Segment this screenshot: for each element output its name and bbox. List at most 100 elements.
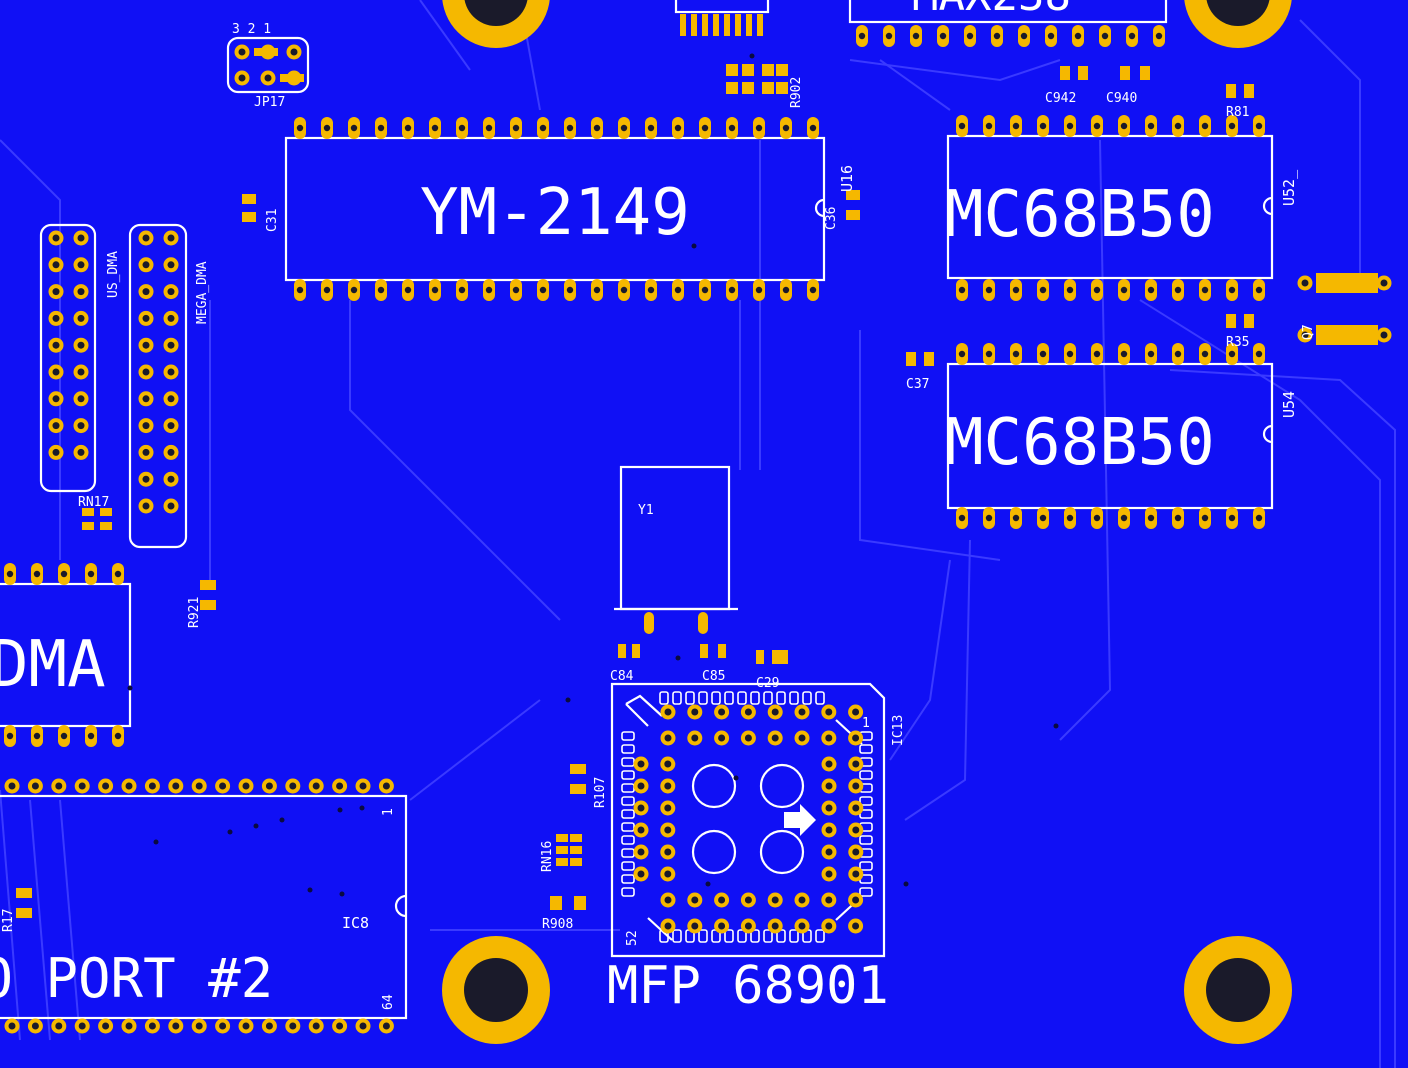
mfp-lead	[672, 929, 682, 943]
mega-dma-pin-hole	[142, 475, 150, 483]
io-pin-hole	[148, 782, 156, 790]
mounting-hole-hole	[464, 0, 528, 26]
smd-pad	[776, 64, 788, 76]
us-dma-pin-hole	[77, 314, 85, 322]
ym-chip-notch	[814, 198, 825, 218]
smd-pad	[846, 210, 860, 220]
mfp-pin-hole	[798, 708, 806, 716]
trace	[859, 330, 1001, 561]
jp17-pin-hole	[238, 74, 246, 82]
smd-pad	[1226, 314, 1236, 328]
io-pin-hole	[8, 782, 16, 790]
jp17-outline	[226, 36, 310, 94]
mfp-chip-label: MFP 68901	[607, 956, 889, 1016]
mega-dma-pin-hole	[167, 395, 175, 403]
ym-pin-hole	[458, 286, 466, 294]
dma-pin-hole	[6, 570, 14, 578]
mfp-pin-hole	[664, 870, 672, 878]
io-pin-hole	[382, 782, 390, 790]
label-rn16: RN16	[540, 841, 555, 872]
mfp-lead	[621, 848, 635, 858]
label-r107: R107	[593, 777, 608, 808]
io-port-notch	[394, 894, 407, 918]
max-chip-outline	[848, 0, 1168, 24]
mfp-pin-hole	[852, 826, 860, 834]
smd-pad	[570, 764, 586, 774]
mfp-lead	[621, 731, 635, 741]
ym-pin-hole	[539, 124, 547, 132]
ym-pin-hole	[728, 124, 736, 132]
q7-pin-hole	[1380, 331, 1388, 339]
mfp-lead	[698, 929, 708, 943]
via	[691, 243, 697, 249]
mfp-lead	[621, 770, 635, 780]
ym-pin-hole	[728, 286, 736, 294]
ym-pin-hole	[485, 124, 493, 132]
trace	[1139, 299, 1381, 1068]
acia1-pin-hole	[1012, 286, 1020, 294]
mega-dma-pin-hole	[142, 261, 150, 269]
acia2-pin-hole	[1066, 350, 1074, 358]
acia1-pin-hole	[1039, 122, 1047, 130]
label-r908: R908	[542, 917, 573, 932]
acia1-pin-hole	[1093, 286, 1101, 294]
max-pin-hole	[885, 32, 893, 40]
mega-dma-pin-hole	[167, 288, 175, 296]
trace	[879, 59, 951, 111]
mfp-pin-hole	[825, 826, 833, 834]
smd-pad	[1140, 66, 1150, 80]
mfp-lead	[621, 835, 635, 845]
mfp-pin1-arrow-icon	[784, 804, 816, 836]
jp17-pin-hole	[264, 74, 272, 82]
ym-pin-hole	[296, 124, 304, 132]
mounting-hole-hole	[1206, 0, 1270, 26]
smd-pad	[16, 888, 32, 898]
via	[153, 839, 159, 845]
smd-pad	[726, 82, 738, 94]
mfp-pin-hole	[744, 708, 752, 716]
mfp-pin-hole	[718, 896, 726, 904]
mfp-lead	[621, 783, 635, 793]
acia1-pin-hole	[1174, 286, 1182, 294]
mega-dma-pin-hole	[167, 502, 175, 510]
trace	[419, 0, 471, 71]
jp17-jumper	[254, 48, 278, 56]
mfp-lead	[789, 929, 799, 943]
io-pin-hole	[359, 782, 367, 790]
mfp-lead	[737, 691, 747, 705]
mfp-lead	[802, 691, 812, 705]
acia2-pin-hole	[985, 350, 993, 358]
mfp-pin-hole	[798, 896, 806, 904]
mfp-pin-hole	[664, 782, 672, 790]
acia2-pin-hole	[958, 350, 966, 358]
mega-dma-header	[128, 223, 188, 549]
acia1-pin-hole	[985, 286, 993, 294]
res-pin-hole	[1380, 279, 1388, 287]
top-connector-pad	[713, 14, 719, 36]
acia2-pin-hole	[985, 514, 993, 522]
smd-pad	[1060, 66, 1070, 80]
dma-pin-hole	[87, 732, 95, 740]
via	[339, 891, 345, 897]
acia1-pin-hole	[1147, 122, 1155, 130]
label-c940: C940	[1106, 91, 1137, 106]
io-pin-hole	[336, 782, 344, 790]
acia1-pin-hole	[1039, 286, 1047, 294]
trace	[0, 139, 61, 560]
ym-pin-hole	[620, 124, 628, 132]
mega-dma-pin-hole	[142, 368, 150, 376]
trace	[349, 300, 561, 621]
ym-pin-hole	[782, 124, 790, 132]
mfp-pin-hole	[852, 782, 860, 790]
io-pin-hole	[8, 1022, 16, 1030]
ref-u16: U16	[838, 165, 856, 192]
label-c31: C31	[265, 209, 280, 232]
mfp-pin-hole	[852, 870, 860, 878]
io-port-outline	[0, 794, 408, 1020]
label-c85: C85	[702, 669, 725, 684]
trace	[889, 559, 951, 761]
ym-pin-hole	[566, 124, 574, 132]
max-chip-label: MAX238	[912, 0, 1071, 21]
